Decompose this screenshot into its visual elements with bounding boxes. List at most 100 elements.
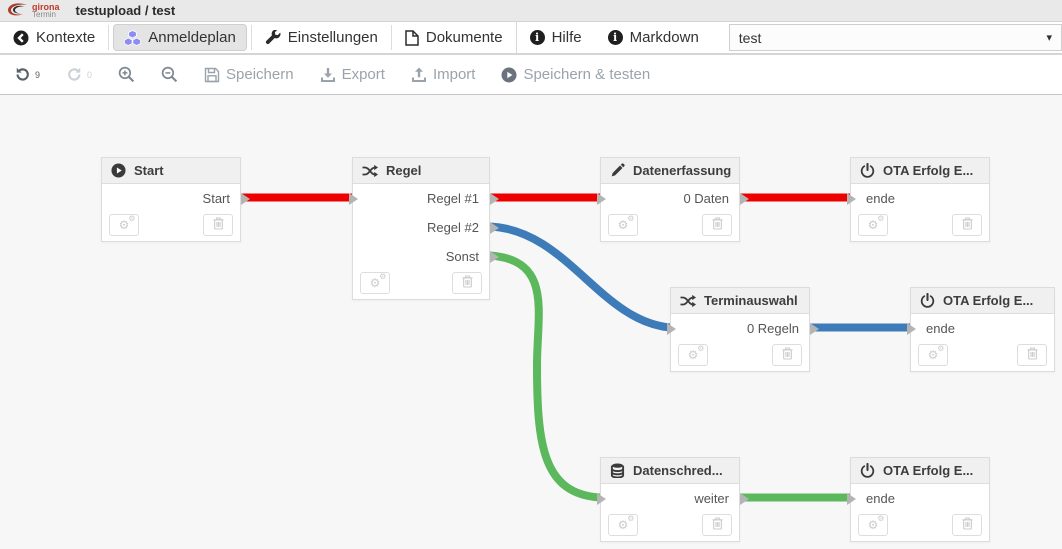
tab-hilfe[interactable]: i Hilfe: [517, 21, 595, 54]
gears-icon: ⚙⚙: [927, 344, 945, 362]
connection-green[interactable]: [489, 251, 601, 502]
redo-button[interactable]: 0: [66, 66, 92, 83]
save-and-test-button[interactable]: Speichern & testen: [501, 66, 650, 83]
node-settings-button[interactable]: ⚙⚙: [858, 514, 888, 536]
node-ota-erfolg-3[interactable]: OTA Erfolg E...ende⚙⚙: [847, 457, 990, 542]
shuffle-icon: [680, 294, 696, 308]
node-delete-button[interactable]: [702, 214, 732, 236]
port-out[interactable]: 0 Regeln: [667, 314, 819, 343]
trash-icon: [711, 217, 723, 233]
tab-dokumente[interactable]: Dokumente: [392, 21, 516, 54]
node-settings-button[interactable]: ⚙⚙: [109, 214, 139, 236]
zoom-in-button[interactable]: [118, 66, 135, 83]
info-circle-icon: i: [607, 30, 623, 45]
trash-icon: [212, 217, 224, 233]
tab-anmeldeplan[interactable]: Anmeldeplan: [113, 24, 247, 51]
node-delete-button[interactable]: [452, 272, 482, 294]
port-label: Regel #1: [426, 191, 479, 206]
node-header[interactable]: Regel: [353, 158, 489, 184]
node-datenschredder[interactable]: Datenschred... weiter ⚙⚙: [597, 457, 749, 542]
node-header[interactable]: Start: [102, 158, 240, 184]
port-in[interactable]: ende: [847, 484, 989, 513]
tool-bar: 9 0: [0, 55, 1062, 95]
trash-icon: [461, 275, 473, 291]
port-label: weiter: [694, 491, 729, 506]
node-settings-button[interactable]: ⚙⚙: [360, 272, 390, 294]
plan-select[interactable]: test ▾: [728, 24, 1062, 51]
port-out[interactable]: Regel #1: [349, 184, 499, 213]
import-button[interactable]: Import: [411, 66, 475, 83]
node-header[interactable]: Terminauswahl: [671, 288, 809, 314]
node-body: ende: [907, 314, 1054, 343]
redo-icon: [68, 67, 81, 81]
node-delete-button[interactable]: [772, 344, 802, 366]
node-settings-button[interactable]: ⚙⚙: [608, 214, 638, 236]
zoom-out-button[interactable]: [161, 66, 178, 83]
output-arrow-icon: [241, 192, 250, 205]
node-footer: ⚙⚙: [911, 343, 1054, 371]
node-delete-button[interactable]: [1017, 344, 1047, 366]
export-button[interactable]: Export: [320, 66, 385, 83]
trash-icon: [961, 217, 973, 233]
node-header[interactable]: OTA Erfolg E...: [851, 158, 989, 184]
node-ota-erfolg-2[interactable]: OTA Erfolg E...ende⚙⚙: [907, 287, 1055, 372]
trash-icon: [711, 517, 723, 533]
save-button[interactable]: Speichern: [204, 66, 294, 83]
output-arrow-icon: [810, 322, 819, 335]
info-circle-icon: i: [529, 30, 545, 45]
download-icon: [320, 67, 335, 82]
nav-separator: [390, 25, 392, 50]
undo-button[interactable]: 9: [14, 66, 40, 83]
gears-icon: ⚙⚙: [617, 214, 635, 232]
node-settings-button[interactable]: ⚙⚙: [678, 344, 708, 366]
port-out[interactable]: 0 Daten: [597, 184, 749, 213]
undo-icon: [16, 67, 29, 81]
node-header[interactable]: OTA Erfolg E...: [911, 288, 1054, 314]
node-settings-button[interactable]: ⚙⚙: [918, 344, 948, 366]
node-body: 0 Daten: [597, 184, 749, 213]
connection-blue[interactable]: [489, 222, 671, 332]
tab-einstellungen[interactable]: Einstellungen: [252, 21, 391, 54]
node-footer: ⚙⚙: [851, 513, 989, 541]
port-in[interactable]: ende: [907, 314, 1054, 343]
database-icon: [610, 463, 625, 478]
port-out[interactable]: Sonst: [353, 242, 499, 271]
trash-icon: [1026, 347, 1038, 363]
gears-icon: ⚙⚙: [617, 514, 635, 532]
node-header[interactable]: Datenschred...: [601, 458, 739, 484]
port-out[interactable]: weiter: [597, 484, 749, 513]
app-logo[interactable]: girona Termin: [6, 2, 60, 19]
nav-bar: Kontexte Anmeldeplan Einstellungen: [0, 21, 1062, 55]
save-and-test-label: Speichern & testen: [523, 66, 651, 83]
output-arrow-icon: [740, 192, 749, 205]
node-footer: ⚙⚙: [851, 213, 989, 241]
node-header[interactable]: Datenerfassung: [601, 158, 739, 184]
tab-markdown[interactable]: i Markdown: [595, 21, 712, 54]
node-delete-button[interactable]: [203, 214, 233, 236]
logo-line-2: Termin: [32, 9, 57, 19]
node-delete-button[interactable]: [702, 514, 732, 536]
port-out[interactable]: Regel #2: [353, 213, 499, 242]
tab-kontexte[interactable]: Kontexte: [0, 21, 108, 54]
node-settings-button[interactable]: ⚙⚙: [858, 214, 888, 236]
node-delete-button[interactable]: [952, 514, 982, 536]
tab-label: Anmeldeplan: [148, 29, 236, 46]
node-footer: ⚙⚙: [601, 513, 739, 541]
node-settings-button[interactable]: ⚙⚙: [608, 514, 638, 536]
save-label: Speichern: [226, 66, 294, 83]
node-ota-erfolg-1[interactable]: OTA Erfolg E...ende⚙⚙: [847, 157, 990, 242]
output-arrow-icon: [490, 192, 499, 205]
node-title: Datenschred...: [633, 463, 723, 478]
node-header[interactable]: OTA Erfolg E...: [851, 458, 989, 484]
node-delete-button[interactable]: [952, 214, 982, 236]
nav-separator: [250, 25, 252, 50]
logo-line-1: girona: [32, 1, 60, 12]
port-in[interactable]: ende: [847, 184, 989, 213]
port-out[interactable]: Start: [102, 184, 250, 213]
